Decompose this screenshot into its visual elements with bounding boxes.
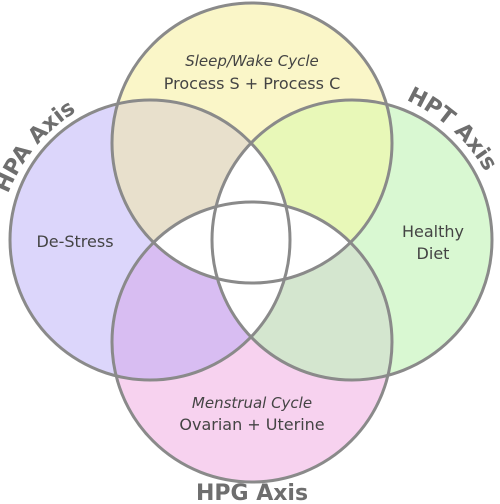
hpg-outline <box>110 200 394 484</box>
sleep-wake-title: Sleep/Wake Cycle <box>185 52 319 70</box>
hpg-axis-label: HPG Axis <box>196 481 308 504</box>
menstrual-text: Ovarian + Uterine <box>179 415 324 434</box>
sleep-wake-text: Process S + Process C <box>164 74 340 93</box>
sleep-wake-outline <box>110 1 394 285</box>
menstrual-title: Menstrual Cycle <box>192 394 312 412</box>
healthy-label: Healthy <box>402 222 464 241</box>
hpa-outline <box>8 98 292 382</box>
hpt-outline <box>210 98 494 382</box>
diet-label: Diet <box>417 244 450 263</box>
de-stress-label: De-Stress <box>36 232 113 251</box>
